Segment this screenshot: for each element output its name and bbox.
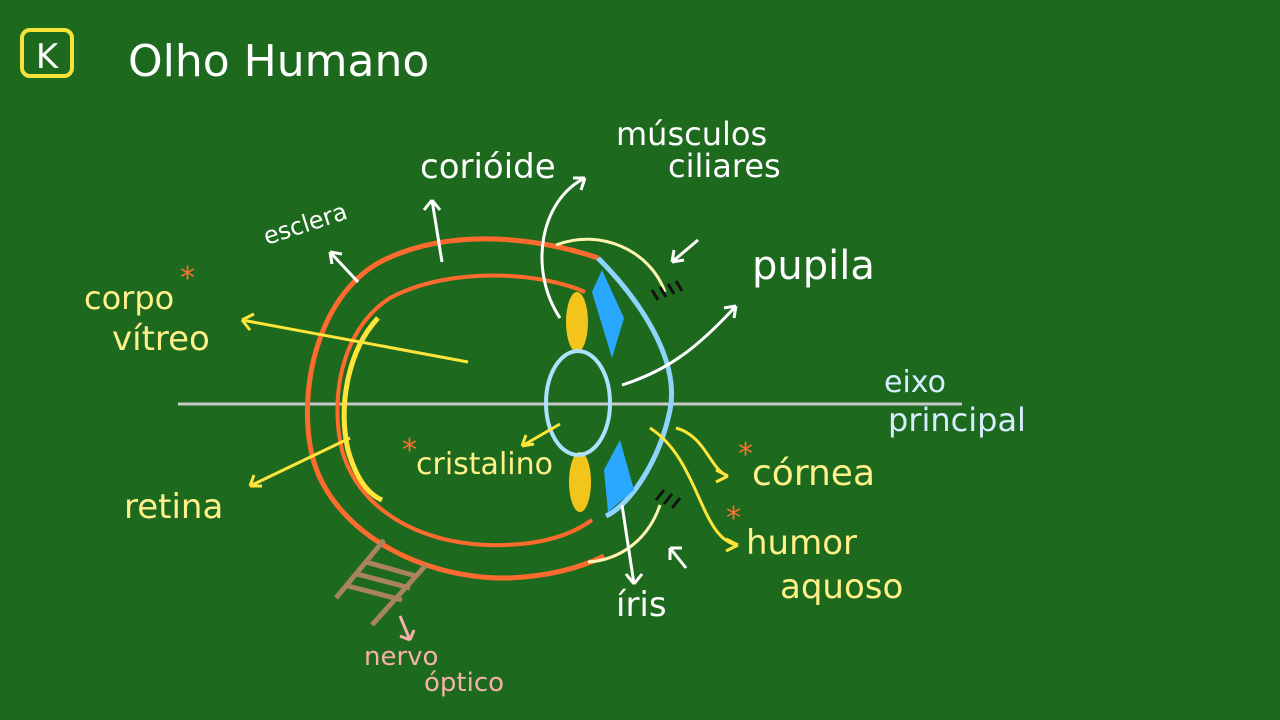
pointer-iris-arrow	[668, 546, 688, 569]
pointer-nervo	[398, 615, 416, 642]
label-cristalino: cristalino	[416, 447, 553, 482]
label-corioide: corióide	[420, 147, 556, 187]
label-retina: retina	[124, 487, 224, 527]
optic-nerve	[334, 538, 428, 627]
label-corpo-1: corpo	[84, 279, 175, 317]
label-eixo-2: principal	[888, 401, 1026, 439]
ciliary-muscle-upper	[555, 237, 667, 293]
pointer-corioide	[422, 199, 444, 263]
label-eixo-1: eixo	[884, 365, 946, 400]
page-title: Olho Humano	[128, 36, 430, 87]
k-logo-letter: K	[35, 37, 59, 77]
iris-lower	[604, 440, 634, 512]
pointer-cornea	[675, 426, 729, 484]
pointer-musculos	[540, 176, 587, 319]
ciliary-muscle-lower	[587, 504, 662, 564]
label-corpo-2: vítreo	[112, 319, 210, 359]
asterisk-humor: *	[726, 501, 741, 536]
ciliary-lower	[569, 452, 591, 512]
asterisk-corpo: *	[180, 261, 195, 296]
label-nervo-1: nervo	[364, 642, 439, 672]
asterisk-cornea: *	[738, 437, 753, 472]
sclera-shape	[305, 236, 606, 581]
pointer-musculos-arrow	[670, 238, 699, 264]
lens-shape	[544, 349, 612, 457]
ciliary-hatch-lower	[654, 489, 682, 509]
asterisk-cristalino: *	[402, 433, 417, 468]
k-logo: K	[20, 28, 74, 78]
pointer-corpo	[240, 312, 469, 364]
label-cornea: córnea	[752, 453, 876, 494]
choroid-shape	[335, 273, 594, 548]
pointer-iris	[620, 504, 644, 585]
cornea-shape	[596, 256, 674, 519]
iris-upper	[592, 270, 624, 358]
pointer-pupila	[621, 304, 738, 387]
label-pupila: pupila	[752, 243, 875, 289]
pointer-retina	[248, 436, 351, 488]
label-humor-2: aquoso	[780, 567, 904, 607]
pointer-esclera	[328, 250, 360, 284]
label-musculos-1: músculos	[616, 115, 768, 153]
pointer-humor	[649, 426, 739, 553]
label-humor-1: humor	[746, 523, 857, 563]
label-nervo-2: óptico	[424, 668, 505, 698]
label-iris: íris	[616, 585, 667, 625]
pointer-cristalino	[520, 422, 561, 448]
ciliary-upper	[566, 292, 588, 352]
label-musculos-2: ciliares	[668, 147, 781, 185]
ciliary-hatch-upper	[650, 280, 684, 301]
